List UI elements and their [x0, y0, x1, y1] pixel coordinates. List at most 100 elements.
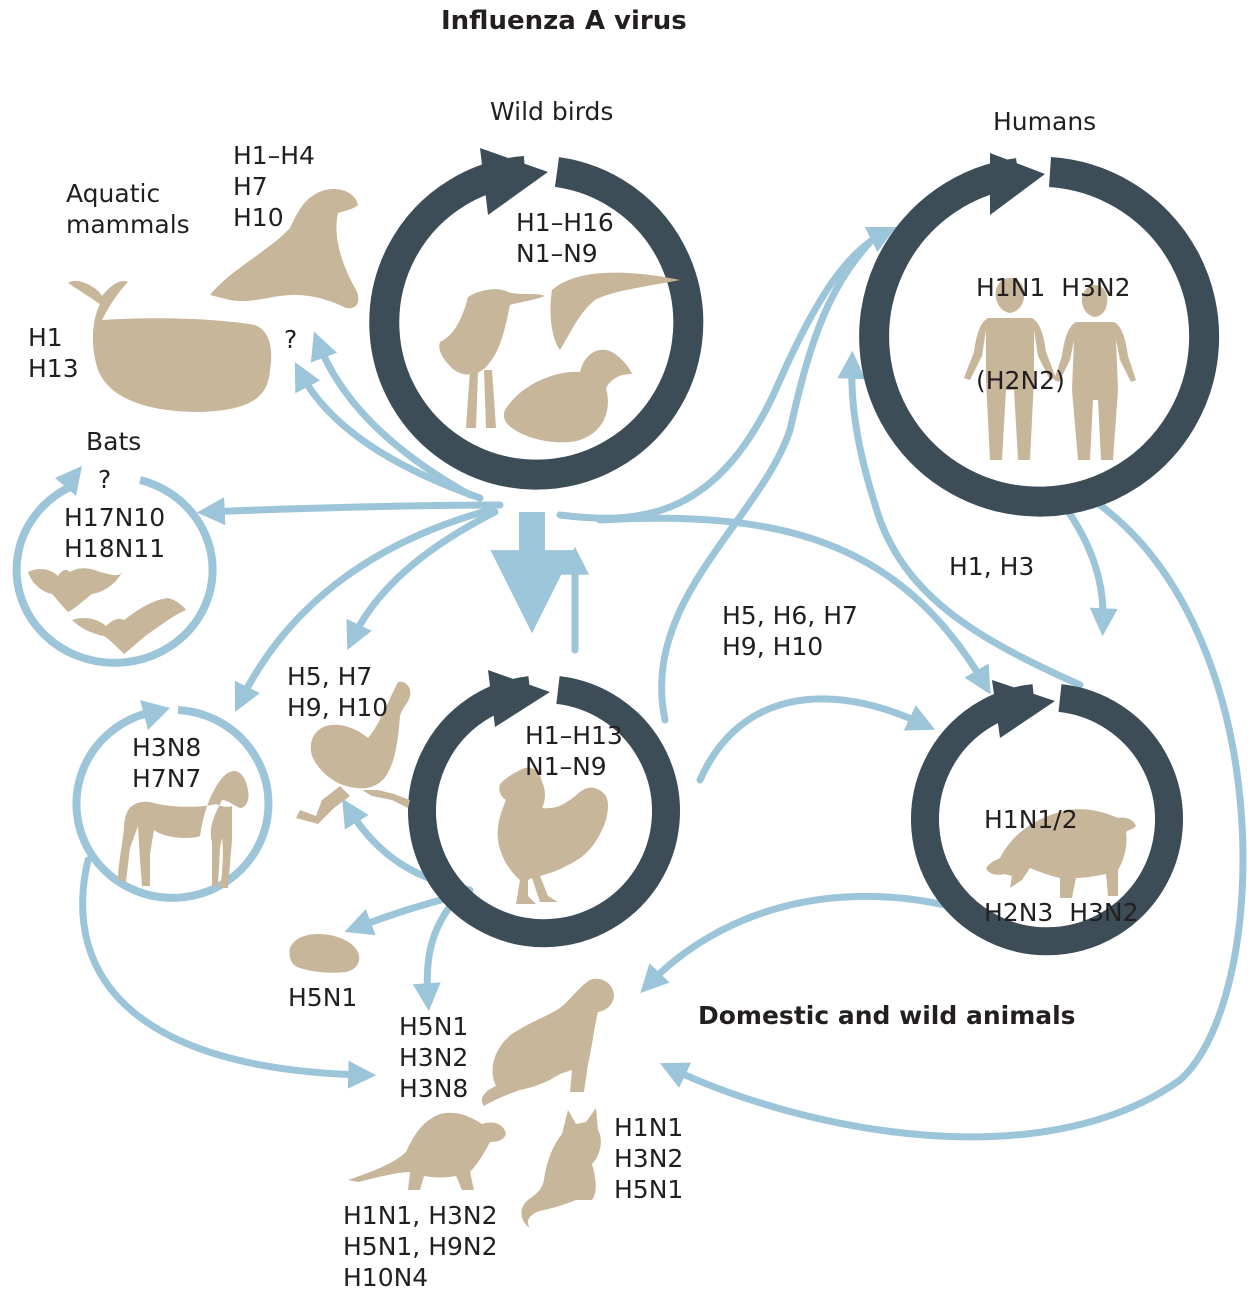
seal-silhouette	[210, 188, 359, 309]
humans-subtype-historic: (H2N2)	[976, 366, 1065, 395]
ferret-silhouette	[348, 1112, 506, 1190]
poultry-ring	[408, 676, 680, 948]
dog-silhouette	[481, 978, 614, 1106]
dog-subtype-1: H5N1	[399, 1012, 469, 1041]
whale-silhouette	[68, 280, 272, 412]
pig-silhouette	[986, 809, 1136, 898]
cat-subtypes: H1N1 H3N2 H5N1	[614, 1112, 683, 1205]
birds-to-humans-subtype-1: H5, H6, H7	[722, 601, 858, 630]
dog-subtypes: H5N1 H3N2 H3N8	[399, 1011, 468, 1104]
arrow-birds-to-humans	[556, 226, 897, 522]
poultry-subtype-h: H1–H13	[525, 721, 623, 750]
ostrich-silhouette	[296, 681, 411, 824]
ostrich-subtypes: H5, H7 H9, H10	[287, 661, 388, 723]
arrow-birds-to-seal	[310, 331, 474, 499]
horse-ring-arrowhead	[140, 700, 170, 730]
seal-subtype-3: H10	[233, 203, 284, 232]
chicken-silhouette	[497, 767, 608, 904]
cat-subtype-1: H1N1	[614, 1113, 684, 1142]
pigs-subtype-1: H1N1/2	[984, 805, 1078, 834]
wild-birds-label: Wild birds	[490, 97, 614, 126]
arrow-birds-to-horse	[234, 506, 494, 713]
arrow-poultry-to-pigs	[696, 695, 936, 784]
arrow-humans-to-animals	[659, 501, 1247, 1141]
seal-subtype-1: H1–H4	[233, 141, 315, 170]
cat-subtype-3: H5N1	[614, 1175, 684, 1204]
wild-birds-ring	[369, 156, 704, 490]
duck-silhouette	[503, 349, 632, 443]
horse-subtype-1: H3N8	[132, 733, 202, 762]
male-silhouette	[964, 278, 1056, 460]
secondary-rings	[12, 476, 273, 902]
horse-subtypes: H3N8 H7N7	[132, 732, 201, 794]
pigs-subtype-2: H2N3 H3N2	[984, 898, 1139, 927]
aquatic-mammals-question-mark: ?	[284, 325, 298, 354]
bats-ring-arrowhead	[55, 466, 82, 496]
bats-question-mark: ?	[98, 465, 112, 494]
arrow-pigs-to-humans	[837, 350, 1084, 689]
bats-label: Bats	[86, 427, 142, 456]
humans-ring	[859, 157, 1220, 517]
poultry-subtypes: H1–H13 N1–N9	[525, 720, 623, 782]
female-silhouette	[1054, 285, 1136, 460]
diagram-title: Influenza A virus	[441, 6, 687, 36]
arrow-pigs-to-animals	[640, 892, 949, 994]
bat-1	[28, 568, 122, 612]
arrow-birds-to-pigs	[596, 514, 991, 695]
dog-subtype-3: H3N8	[399, 1074, 469, 1103]
birds-to-humans-subtypes: H5, H6, H7 H9, H10	[722, 600, 858, 662]
whale-subtypes: H1 H13	[28, 322, 79, 384]
arrow-horse-to-animals	[79, 856, 377, 1089]
host-ring-arrowheads	[480, 148, 1055, 738]
pigs-ring-arrowhead	[992, 680, 1055, 738]
humans-ring-arrowhead	[990, 153, 1045, 215]
wild-birds-subtype-n: N1–N9	[516, 239, 598, 268]
pigs-ring	[911, 684, 1183, 956]
dog-subtype-2: H3N2	[399, 1043, 469, 1072]
humans-subtypes: H1N1 H3N2 (H2N2)	[976, 210, 1131, 427]
ostrich-subtype-2: H9, H10	[287, 693, 389, 722]
gull-silhouette	[550, 272, 680, 350]
bats-subtype-1: H17N10	[64, 503, 166, 532]
wild-birds-subtype-h: H1–H16	[516, 208, 614, 237]
wader-silhouette	[439, 289, 545, 375]
poultry-ring-arrowhead	[488, 670, 550, 727]
cat-silhouette	[521, 1108, 601, 1228]
bats-ring	[12, 476, 217, 667]
bat-2	[72, 598, 186, 654]
horse-silhouette	[118, 770, 249, 888]
arrow-humans-to-pigs	[1056, 496, 1118, 637]
poultry-subtype-n: N1–N9	[525, 752, 607, 781]
wader-legs	[466, 370, 496, 428]
seal-subtype-2: H7	[233, 172, 268, 201]
whale-subtype-2: H13	[28, 354, 79, 383]
seal-subtypes: H1–H4 H7 H10	[233, 140, 315, 233]
ostrich-subtype-1: H5, H7	[287, 662, 373, 691]
guinea-pig-subtypes: H5N1	[288, 983, 358, 1012]
humans-label: Humans	[993, 107, 1097, 136]
cat-subtype-2: H3N2	[614, 1144, 684, 1173]
arrow-birds-to-bats	[196, 497, 504, 526]
birds-silhouette	[439, 272, 680, 443]
ferret-subtype-3: H10N4	[343, 1263, 429, 1292]
guinea-pig-silhouette	[289, 934, 360, 973]
arrow-poultry-to-dog	[412, 896, 459, 1012]
silhouettes	[28, 188, 1136, 1228]
ferret-subtypes: H1N1, H3N2 H5N1, H9N2 H10N4	[343, 1200, 498, 1293]
whale-subtype-1: H1	[28, 323, 63, 352]
wild-birds-ring-arrowhead	[480, 148, 548, 215]
arrow-birds-to-ostrich	[346, 508, 499, 651]
humans-silhouette	[964, 278, 1136, 460]
bats-subtype-2: H18N11	[64, 534, 166, 563]
horse-ring	[72, 706, 273, 902]
domestic-wild-animals-label: Domestic and wild animals	[698, 1001, 1076, 1030]
aquatic-mammals-label: Aquatic mammals	[66, 179, 190, 239]
arrow-poultry-to-humans	[658, 228, 884, 724]
pigs-subtypes: H1N1/2 H2N3 H3N2	[984, 742, 1139, 959]
humans-subtype-main: H1N1 H3N2	[976, 273, 1131, 302]
humans-to-pigs-subtypes: H1, H3	[949, 552, 1035, 581]
birds-to-humans-subtype-2: H9, H10	[722, 632, 824, 661]
horse-subtype-2: H7N7	[132, 764, 202, 793]
ferret-subtype-2: H5N1, H9N2	[343, 1232, 498, 1261]
wild-birds-subtypes: H1–H16 N1–N9	[516, 207, 614, 269]
